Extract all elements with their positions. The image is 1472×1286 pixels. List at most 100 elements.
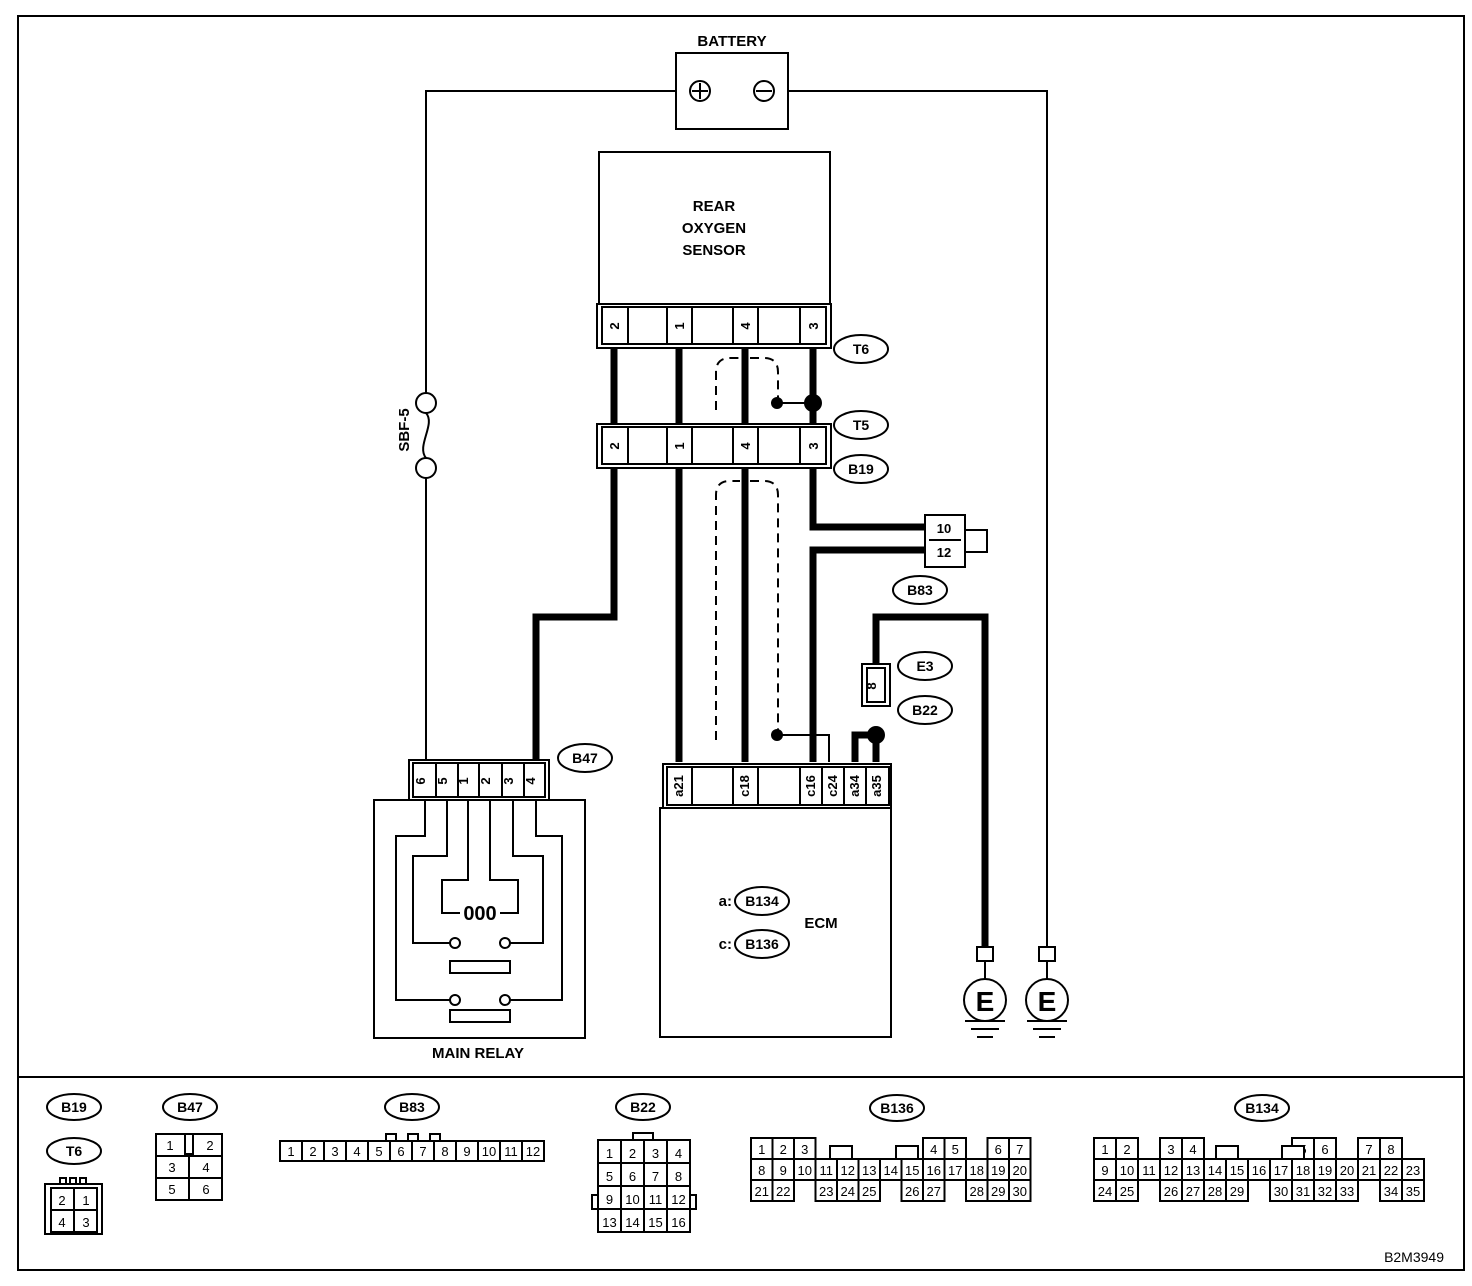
legend-cell: 4 xyxy=(202,1160,209,1175)
sensor-label-line1: REAR xyxy=(693,198,736,215)
legend-cell: 3 xyxy=(1167,1142,1174,1157)
legend-cell: 11 xyxy=(504,1144,518,1159)
relay-coil-icon: 000 xyxy=(463,903,496,925)
connector-b22: 8 xyxy=(861,663,891,707)
pin-label: 3 xyxy=(806,442,821,449)
legend-tag-t6: T6 xyxy=(66,1143,83,1159)
legend-cell: 21 xyxy=(1362,1163,1376,1178)
legend-cell: 4 xyxy=(1189,1142,1196,1157)
legend-cell: 12 xyxy=(671,1192,685,1207)
legend-cell: 16 xyxy=(671,1215,685,1230)
ecm-label: ECM xyxy=(804,915,837,932)
tag-t5: T5 xyxy=(853,417,870,433)
legend-cell: 2 xyxy=(206,1138,213,1153)
figure-code: B2M3949 xyxy=(1384,1249,1444,1265)
legend-cell-box xyxy=(1115,1179,1139,1202)
fuse-label: SBF-5 xyxy=(396,408,413,451)
legend-cell: 18 xyxy=(970,1163,984,1178)
tag-b19: B19 xyxy=(848,461,874,477)
wires xyxy=(425,90,1048,947)
legend-cell-box xyxy=(922,1179,946,1202)
legend-cell: 1 xyxy=(1101,1142,1108,1157)
pin-label: 3 xyxy=(806,322,821,329)
legend-cell-box xyxy=(1008,1179,1032,1202)
pin-label: 2 xyxy=(607,442,622,449)
legend-cell: 3 xyxy=(652,1146,659,1161)
tag-b22: B22 xyxy=(912,702,938,718)
legend-cell: 14 xyxy=(884,1163,898,1178)
legend-cell: 15 xyxy=(1230,1163,1244,1178)
legend-cell: 13 xyxy=(1186,1163,1200,1178)
pin-label: 1 xyxy=(672,322,687,329)
main-relay-label: MAIN RELAY xyxy=(432,1045,524,1062)
legend-cell: 13 xyxy=(862,1163,876,1178)
battery: BATTERY xyxy=(675,33,789,130)
pin-label: 1 xyxy=(456,777,471,784)
legend-cell-box xyxy=(771,1179,795,1202)
splice-point xyxy=(804,394,822,412)
legend-tag-b83: B83 xyxy=(399,1099,425,1115)
legend-cell: 5 xyxy=(952,1142,959,1157)
legend-cell: 9 xyxy=(780,1163,787,1178)
legend-cell: 25 xyxy=(1120,1184,1134,1199)
legend-cell: 15 xyxy=(905,1163,919,1178)
legend-cell: 22 xyxy=(1384,1163,1398,1178)
legend-cell: 29 xyxy=(1230,1184,1244,1199)
legend-cell: 30 xyxy=(1013,1184,1027,1199)
legend-cell-box xyxy=(521,1140,545,1162)
pin-label: a21 xyxy=(671,775,686,797)
legend-cell: 4 xyxy=(353,1144,360,1159)
legend-cell: 14 xyxy=(1208,1163,1222,1178)
connector-t5-b19: 2 1 4 3 xyxy=(596,423,832,469)
legend-b134-grid: 1234567891011121314151617181920212223242… xyxy=(1093,1137,1425,1202)
legend-cell: 17 xyxy=(1274,1163,1288,1178)
legend-cell: 1 xyxy=(287,1144,294,1159)
legend-cell: 33 xyxy=(1340,1184,1354,1199)
splice-point xyxy=(867,726,885,744)
battery-label: BATTERY xyxy=(697,33,766,50)
tag-t6: T6 xyxy=(853,341,870,357)
legend-cell: 3 xyxy=(168,1160,175,1175)
legend-cell: 2 xyxy=(309,1144,316,1159)
legend-cell: 17 xyxy=(948,1163,962,1178)
pin-label: a35 xyxy=(869,775,884,797)
legend-cell: 1 xyxy=(82,1193,89,1208)
legend-cell: 34 xyxy=(1384,1184,1398,1199)
legend-cell: 4 xyxy=(58,1215,65,1230)
legend-cell: 5 xyxy=(606,1169,613,1184)
legend-tag-b47: B47 xyxy=(177,1099,203,1115)
legend-cell: 12 xyxy=(526,1144,540,1159)
tag-e3: E3 xyxy=(916,658,933,674)
shield-lines xyxy=(715,357,779,740)
legend-tag-b136: B136 xyxy=(880,1100,914,1116)
legend-cell: 25 xyxy=(862,1184,876,1199)
legend-cell: 2 xyxy=(629,1146,636,1161)
legend-cell: 6 xyxy=(629,1169,636,1184)
legend-cell: 10 xyxy=(625,1192,639,1207)
legend-cell: 20 xyxy=(1013,1163,1027,1178)
legend-cell: 24 xyxy=(841,1184,855,1199)
legend-cell: 24 xyxy=(1098,1184,1112,1199)
ground-2: E xyxy=(1025,946,1069,1038)
legend-cell: 28 xyxy=(970,1184,984,1199)
pin-label: 12 xyxy=(937,545,951,560)
legend-cell: 7 xyxy=(1365,1142,1372,1157)
legend-cell: 23 xyxy=(1406,1163,1420,1178)
legend-cell: 9 xyxy=(463,1144,470,1159)
legend-cell-box xyxy=(1225,1179,1249,1202)
legend-cell: 23 xyxy=(819,1184,833,1199)
pin-label: 1 xyxy=(672,442,687,449)
pin-label: 4 xyxy=(523,777,538,785)
pin-label: a34 xyxy=(847,774,862,796)
sensor-label-line2: OXYGEN xyxy=(682,220,746,237)
legend-cell: 8 xyxy=(675,1169,682,1184)
legend-cell-box xyxy=(1335,1179,1359,1202)
diagram-frame xyxy=(17,15,1465,1271)
legend-cell: 8 xyxy=(758,1163,765,1178)
pin-label: 10 xyxy=(937,521,951,536)
pin-label: c16 xyxy=(803,775,818,797)
legend-cell: 5 xyxy=(375,1144,382,1159)
legend-cell: 30 xyxy=(1274,1184,1288,1199)
legend-cell: 29 xyxy=(991,1184,1005,1199)
